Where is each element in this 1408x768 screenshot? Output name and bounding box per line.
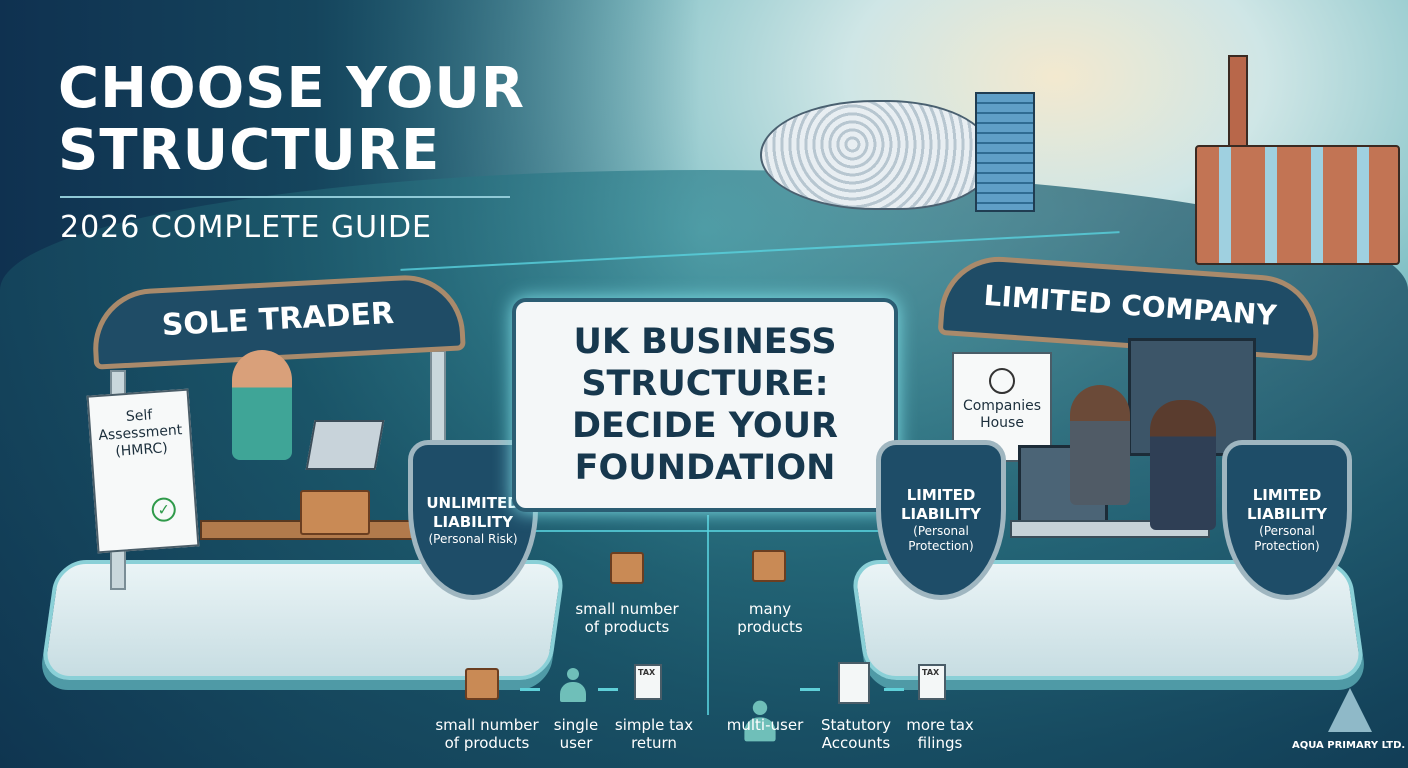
- feature-label: multi-user: [726, 716, 804, 734]
- accounts-document-icon: [838, 662, 870, 704]
- feature-label: Statutory Accounts: [820, 716, 892, 752]
- check-icon: ✓: [150, 496, 177, 523]
- unlimited-liability-shield: UNLIMITED LIABILITY (Personal Risk): [408, 440, 538, 600]
- recycle-box-icon: [300, 490, 370, 535]
- chimney: [1228, 55, 1248, 155]
- title-line: STRUCTURE: [58, 118, 441, 183]
- shield-note: (Personal Protection): [1254, 524, 1320, 553]
- network-line: [520, 530, 900, 532]
- office-person: [1070, 385, 1130, 505]
- shield-title: LIMITED LIABILITY: [1247, 486, 1327, 523]
- tax-document-icon: TAX: [634, 664, 662, 700]
- center-title-card: UK BUSINESS STRUCTURE: DECIDE YOUR FOUND…: [512, 298, 898, 512]
- crest-icon: [989, 368, 1015, 394]
- shield-note: (Personal Protection): [908, 524, 974, 553]
- box-icon: [465, 668, 499, 700]
- users-icon: [742, 700, 778, 742]
- tax-tag: TAX: [922, 668, 940, 677]
- box-icon: [752, 550, 786, 582]
- office-person: [1150, 400, 1216, 530]
- title-line: CHOOSE YOUR: [58, 56, 526, 121]
- brand-name: AQUA PRIMARY LTD.: [1292, 740, 1406, 751]
- document-title: Self Assessment (HMRC): [97, 407, 183, 460]
- self-assessment-document: Self Assessment (HMRC) ✓: [86, 388, 200, 554]
- connector: [800, 688, 820, 691]
- tax-document-icon: TAX: [918, 664, 946, 700]
- network-line: [707, 515, 709, 715]
- feature-label: single user: [553, 716, 599, 752]
- limited-liability-shield-left: LIMITED LIABILITY (Personal Protection): [876, 440, 1006, 600]
- tower-building: [975, 92, 1035, 212]
- brick-shops: [1195, 145, 1400, 265]
- products-right-label: many products: [737, 600, 803, 636]
- shield-title: UNLIMITED LIABILITY: [426, 493, 520, 531]
- aqua-primary-logo-icon: [1328, 688, 1372, 732]
- user-icon: [558, 668, 588, 702]
- connector: [884, 688, 904, 691]
- connector: [598, 688, 618, 691]
- box-icon: [610, 552, 644, 584]
- dome-building: [760, 100, 990, 210]
- limited-liability-shield-right: LIMITED LIABILITY (Personal Protection): [1222, 440, 1352, 600]
- subtitle: 2026 COMPLETE GUIDE: [60, 210, 433, 245]
- tax-tag: TAX: [638, 668, 656, 677]
- trader-person: [232, 350, 292, 460]
- connector: [520, 688, 540, 691]
- feature-label: simple tax return: [614, 716, 694, 752]
- document-title: Companies House: [962, 398, 1042, 431]
- feature-label: more tax filings: [906, 716, 974, 752]
- feature-label: small number of products: [435, 716, 539, 752]
- products-left-label: small number of products: [575, 600, 679, 636]
- laptop-icon: [305, 420, 385, 470]
- center-title: UK BUSINESS STRUCTURE: DECIDE YOUR FOUND…: [571, 322, 839, 488]
- shield-title: LIMITED LIABILITY: [901, 486, 981, 523]
- divider: [60, 196, 510, 198]
- shield-note: (Personal Risk): [428, 531, 518, 546]
